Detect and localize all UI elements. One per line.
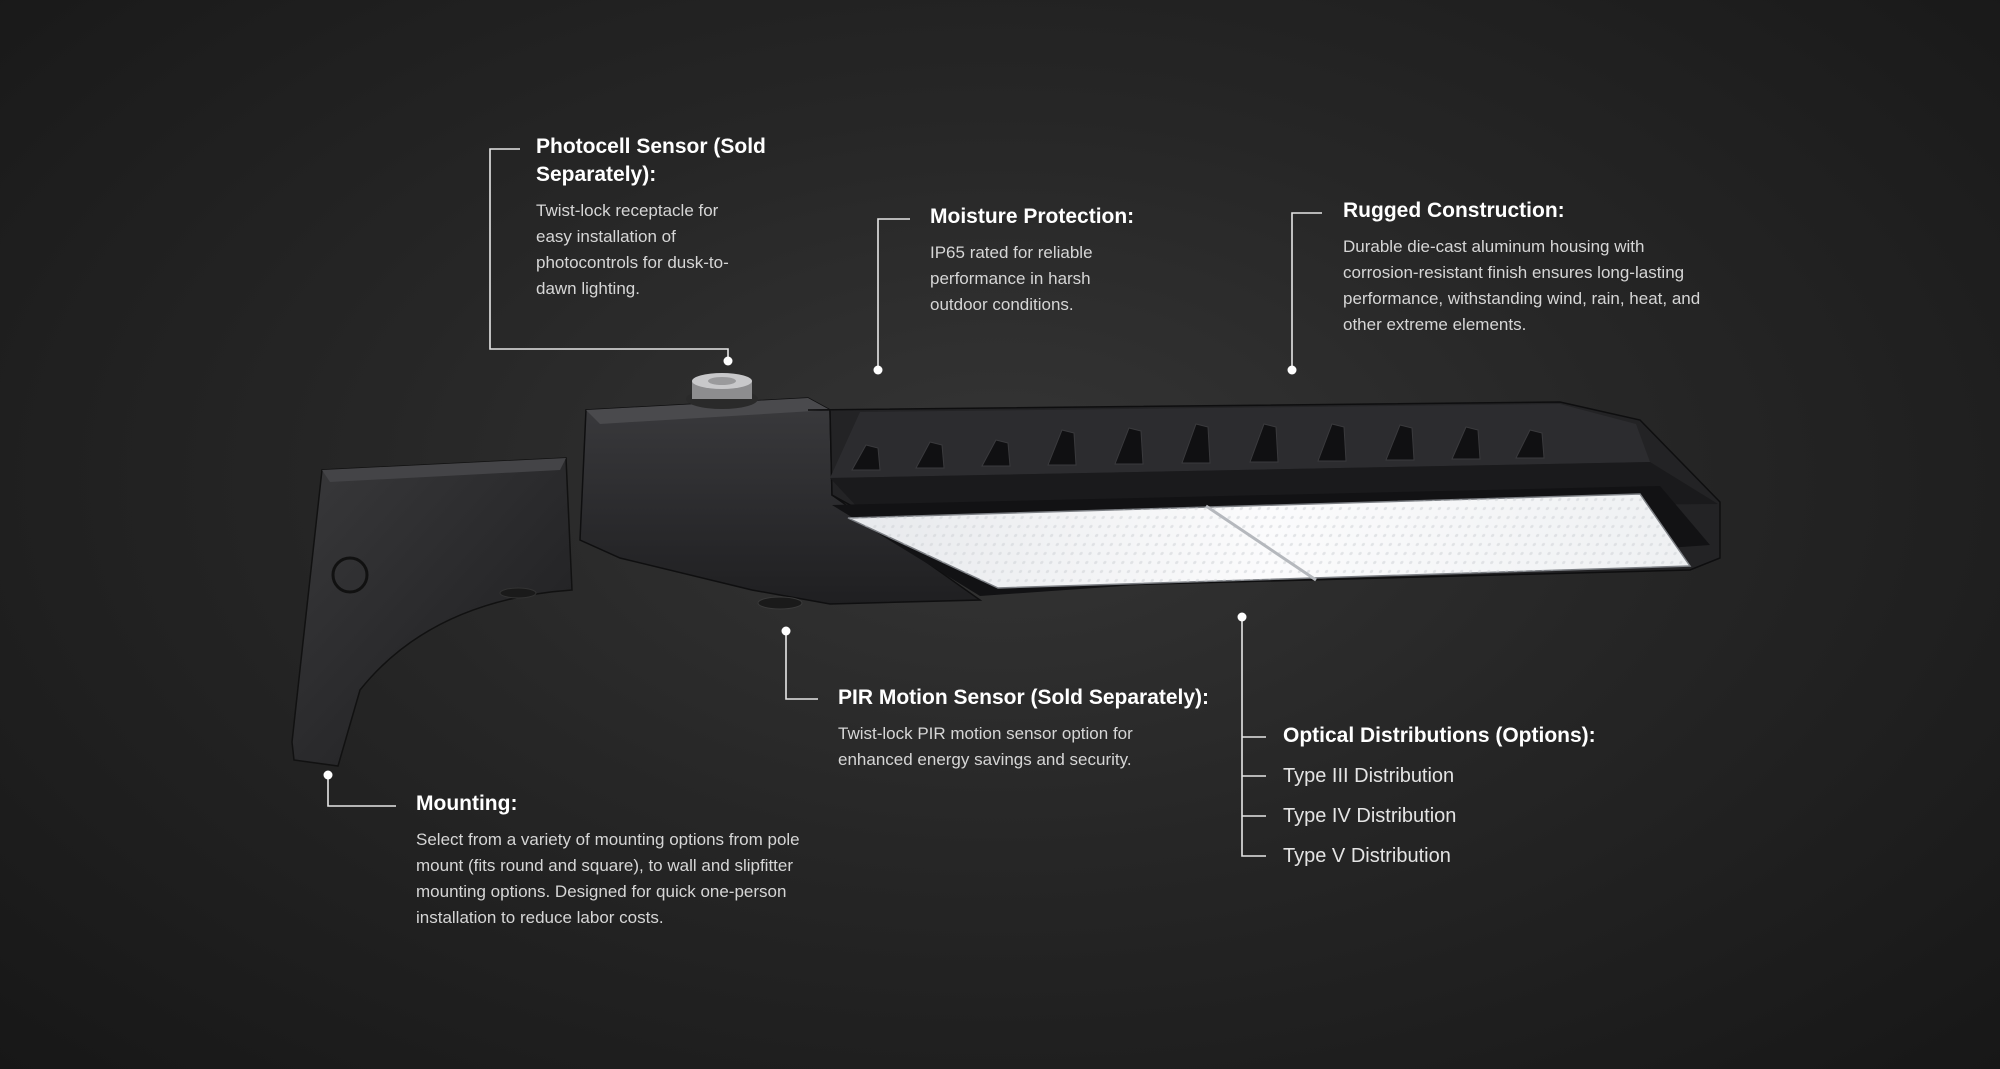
callout-pir: PIR Motion Sensor (Sold Separately): Twi… bbox=[838, 684, 1238, 773]
mounting-bracket bbox=[291, 457, 573, 767]
photocell-title: Photocell Sensor (Sold Separately): bbox=[536, 135, 766, 186]
callout-moisture: Moisture Protection: IP65 rated for reli… bbox=[930, 203, 1190, 318]
leader-mounting bbox=[327, 775, 396, 807]
leader-photocell bbox=[489, 148, 729, 361]
photocell-receptacle bbox=[686, 373, 758, 409]
leader-pir bbox=[785, 631, 818, 700]
leader-moisture bbox=[877, 218, 910, 370]
fixture-body bbox=[807, 401, 1721, 596]
bracket-bolt-hole bbox=[331, 556, 369, 594]
mounting-description: Select from a variety of mounting option… bbox=[416, 830, 800, 927]
distribution-type-iv: Type IV Distribution bbox=[1283, 805, 1457, 827]
callout-optical: Optical Distributions (Options): bbox=[1283, 722, 1683, 759]
mounting-title: Mounting: bbox=[416, 792, 518, 815]
distribution-type-iii: Type III Distribution bbox=[1283, 765, 1455, 787]
rugged-title: Rugged Construction: bbox=[1343, 199, 1565, 222]
leader-lines bbox=[327, 148, 1322, 857]
optical-title: Optical Distributions (Options): bbox=[1283, 724, 1596, 747]
callout-rugged: Rugged Construction: Durable die-cast al… bbox=[1343, 197, 1723, 338]
callout-mounting: Mounting: Select from a variety of mount… bbox=[416, 790, 816, 931]
leader-dots bbox=[323, 356, 1297, 780]
heatsink-fins bbox=[851, 423, 1545, 471]
leader-rugged bbox=[1291, 212, 1322, 370]
pir-title: PIR Motion Sensor (Sold Separately): bbox=[838, 686, 1210, 709]
rugged-description: Durable die-cast aluminum housing with c… bbox=[1343, 237, 1701, 334]
led-panel bbox=[847, 493, 1692, 589]
leader-optical bbox=[1241, 617, 1266, 857]
moisture-description: IP65 rated for reliable performance in h… bbox=[930, 243, 1093, 314]
callout-photocell: Photocell Sensor (Sold Separately): Twis… bbox=[536, 133, 766, 302]
moisture-title: Moisture Protection: bbox=[930, 205, 1135, 228]
distribution-type-v: Type V Distribution bbox=[1283, 845, 1451, 867]
pir-description: Twist-lock PIR motion sensor option for … bbox=[838, 724, 1133, 769]
photocell-description: Twist-lock receptacle for easy installat… bbox=[536, 201, 729, 298]
fixture-head bbox=[579, 373, 983, 610]
